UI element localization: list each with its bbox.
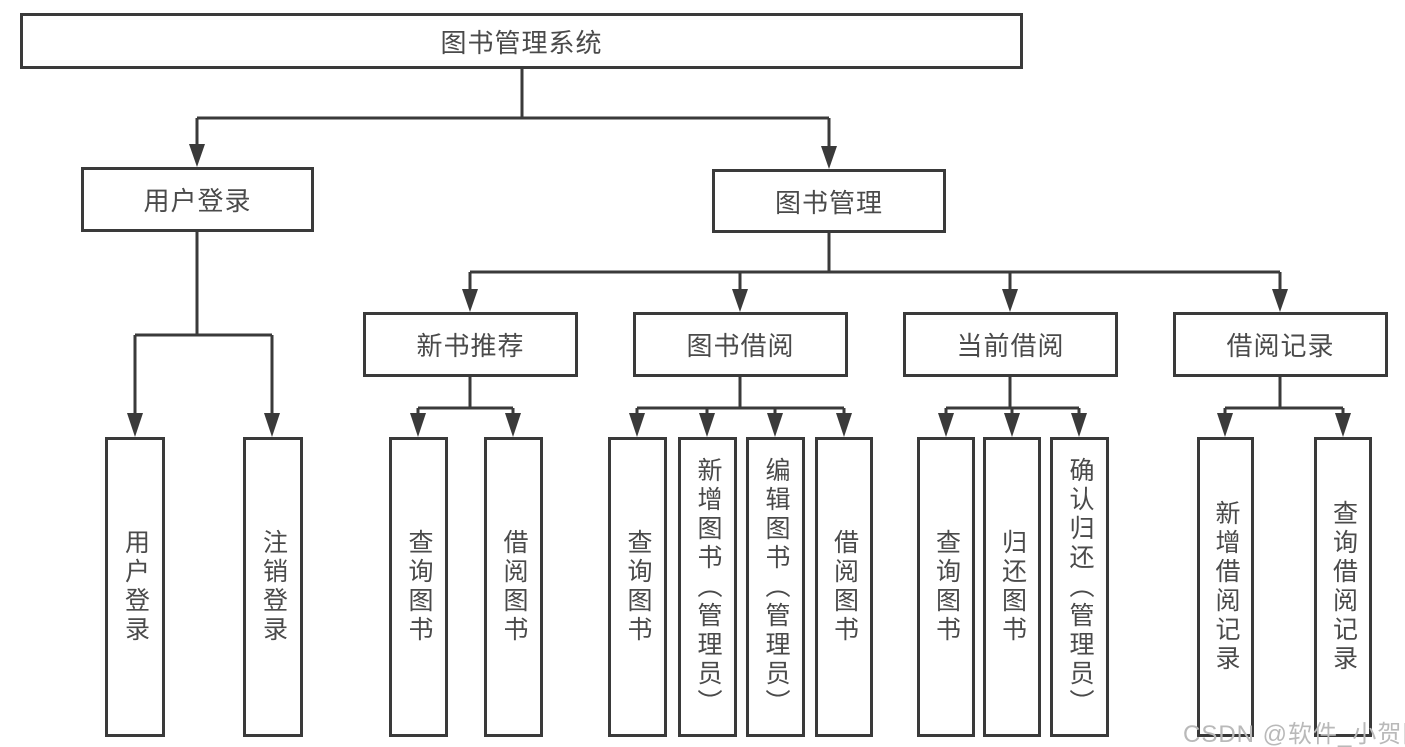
leaf-query-borrow-record: 查询借阅记录 (1314, 437, 1372, 737)
leaf-edit-books-admin: 编辑图书（管理员） (746, 437, 805, 737)
node-book-management: 图书管理 (712, 169, 946, 233)
node-user-login: 用户登录 (81, 167, 314, 232)
leaf-query-books-recommend: 查询图书 (389, 437, 448, 737)
leaf-logout: 注销登录 (243, 437, 303, 737)
leaf-query-books-current: 查询图书 (917, 437, 975, 737)
leaf-user-login: 用户登录 (105, 437, 165, 737)
leaf-borrow-books-borrowing: 借阅图书 (815, 437, 873, 737)
leaf-borrow-books-recommend: 借阅图书 (484, 437, 543, 737)
node-new-book-recommend: 新书推荐 (363, 312, 578, 377)
leaf-confirm-return-admin: 确认归还（管理员） (1050, 437, 1109, 737)
leaf-add-books-admin: 新增图书（管理员） (678, 437, 737, 737)
node-current-borrowing: 当前借阅 (903, 312, 1118, 377)
node-root-system: 图书管理系统 (20, 13, 1023, 69)
leaf-add-borrow-record: 新增借阅记录 (1197, 437, 1254, 737)
leaf-query-books-borrowing: 查询图书 (608, 437, 667, 737)
leaf-return-books: 归还图书 (983, 437, 1041, 737)
watermark: CSDN @软件_小贺同学 (1183, 721, 1405, 747)
node-borrowing-records: 借阅记录 (1173, 312, 1388, 377)
node-book-borrowing: 图书借阅 (633, 312, 848, 377)
